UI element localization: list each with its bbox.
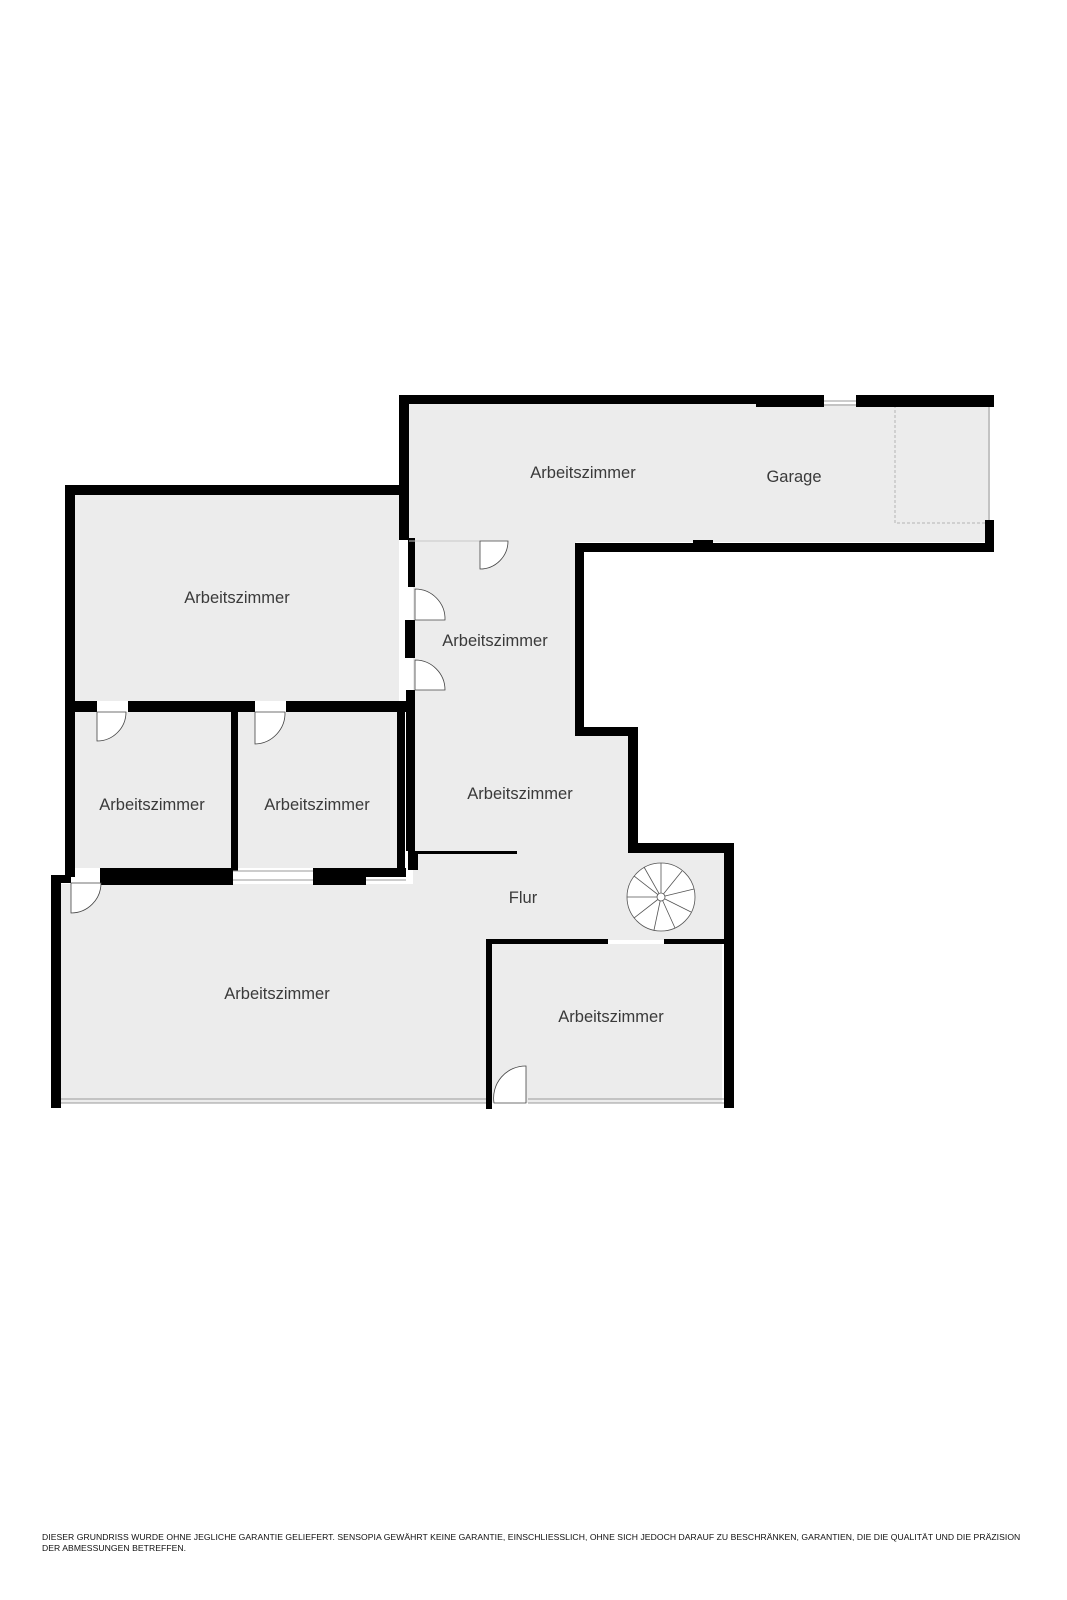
wall bbox=[488, 939, 608, 944]
door bbox=[493, 1065, 527, 1104]
walls bbox=[51, 395, 994, 1109]
room-label-workroom-top-left: Arbeitszimmer bbox=[184, 589, 290, 607]
wall bbox=[693, 540, 713, 544]
wall bbox=[724, 843, 734, 1108]
wall bbox=[575, 727, 638, 736]
floor-top-strip bbox=[408, 404, 990, 542]
wall bbox=[575, 543, 584, 735]
wall bbox=[51, 875, 71, 883]
wall bbox=[756, 395, 824, 407]
wall bbox=[397, 701, 405, 871]
door bbox=[414, 588, 446, 621]
spiral-staircase bbox=[626, 862, 696, 932]
floor-workroom-top-left bbox=[75, 495, 399, 701]
floor-areas bbox=[60, 404, 990, 1103]
disclaimer-text: DIESER GRUNDRISS WURDE OHNE JEGLICHE GAR… bbox=[42, 1532, 1021, 1553]
floor-workroom-bottom-left bbox=[60, 858, 488, 1103]
wall bbox=[65, 485, 409, 495]
wall bbox=[313, 868, 366, 885]
wall bbox=[486, 939, 492, 1109]
wall bbox=[406, 690, 415, 851]
wall bbox=[399, 395, 756, 404]
door bbox=[96, 711, 127, 742]
room-label-workroom-bottom-left: Arbeitszimmer bbox=[224, 985, 330, 1003]
room-labels: Arbeitszimmer Arbeitszimmer Arbeitszimme… bbox=[99, 464, 821, 1026]
doors bbox=[70, 540, 527, 1104]
wall bbox=[65, 485, 75, 877]
room-label-workroom-small-left: Arbeitszimmer bbox=[99, 796, 205, 814]
wall bbox=[628, 843, 734, 853]
room-label-workroom-corridor-lower: Arbeitszimmer bbox=[467, 785, 573, 803]
wall bbox=[286, 701, 408, 712]
floor-workroom-bottom-right bbox=[492, 944, 722, 1103]
door bbox=[414, 659, 446, 691]
windows bbox=[61, 400, 990, 1104]
wall bbox=[399, 395, 409, 540]
wall bbox=[75, 701, 97, 712]
wall bbox=[231, 701, 238, 871]
room-label-workroom-small-middle: Arbeitszimmer bbox=[264, 796, 370, 814]
wall bbox=[51, 875, 61, 1108]
door bbox=[70, 882, 102, 914]
room-label-workroom-bottom-right: Arbeitszimmer bbox=[558, 1008, 664, 1026]
wall bbox=[128, 701, 255, 712]
wall bbox=[576, 543, 994, 552]
wall bbox=[985, 520, 994, 552]
wall bbox=[366, 868, 406, 877]
room-label-workroom-corridor-upper: Arbeitszimmer bbox=[442, 632, 548, 650]
wall bbox=[664, 939, 734, 944]
wall bbox=[628, 727, 638, 853]
wall bbox=[405, 620, 415, 658]
wall bbox=[408, 538, 415, 587]
door bbox=[254, 711, 286, 745]
floor-corridor bbox=[413, 541, 726, 940]
door bbox=[479, 540, 509, 570]
room-label-workroom-top-strip: Arbeitszimmer bbox=[530, 464, 636, 482]
wall bbox=[408, 851, 418, 870]
room-label-garage: Garage bbox=[766, 468, 821, 486]
wall bbox=[409, 851, 517, 854]
room-label-hallway: Flur bbox=[509, 889, 538, 907]
wall bbox=[100, 868, 233, 885]
wall bbox=[856, 395, 994, 407]
